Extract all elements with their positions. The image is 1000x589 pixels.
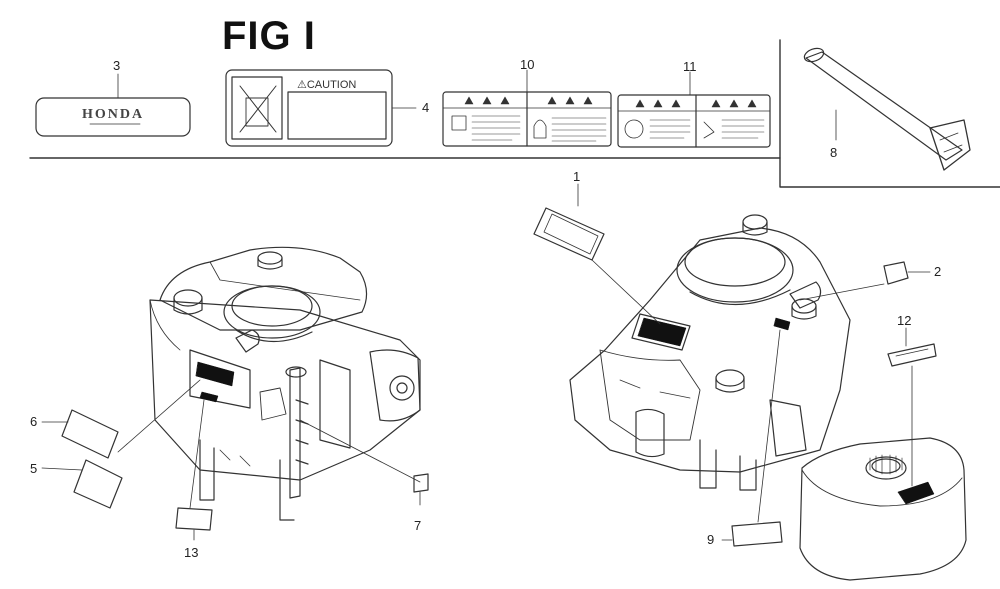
callout-7: 7 [414, 518, 422, 533]
part-11-warning-label [617, 71, 771, 148]
callout-4: 4 [422, 100, 430, 115]
callout-9: 9 [707, 532, 715, 547]
part-10-warning-label [442, 69, 612, 147]
small-decals-left [61, 409, 429, 531]
part-13-decal [175, 507, 213, 531]
fuel-tank [799, 437, 967, 581]
fuel-tank-label [897, 481, 935, 505]
callout-5: 5 [30, 461, 38, 476]
part-2-decal [799, 261, 931, 301]
honda-logo-text: HONDA [81, 107, 145, 122]
callout-10: 10 [520, 57, 535, 72]
engine-right [569, 214, 851, 491]
part-7-decal [413, 473, 429, 493]
part-1-decal [533, 183, 661, 325]
engine-left [149, 246, 421, 521]
callout-8: 8 [830, 145, 838, 160]
callout-1: 1 [573, 169, 581, 184]
part-3-honda-decal [35, 73, 191, 137]
callout-12: 12 [897, 313, 912, 328]
leader-lines-left [41, 379, 421, 541]
part-6-decal [61, 409, 119, 459]
callout-13: 13 [184, 545, 199, 560]
engine-right-labels [637, 317, 791, 347]
figure-title: FIG I [222, 14, 316, 58]
callout-6: 6 [30, 414, 38, 429]
part-8-bracket [779, 39, 1000, 188]
part-5-decal [73, 459, 123, 509]
engine-left-labels [195, 361, 235, 403]
part-9-decal [721, 329, 783, 547]
callout-2: 2 [934, 264, 942, 279]
part-4-caution-label [225, 69, 417, 147]
part-8-plug-wrench [803, 47, 971, 171]
callout-11: 11 [683, 59, 697, 74]
callout-3: 3 [113, 58, 121, 73]
caution-text: ⚠CAUTION [297, 79, 357, 91]
part-12-decal [887, 327, 937, 487]
